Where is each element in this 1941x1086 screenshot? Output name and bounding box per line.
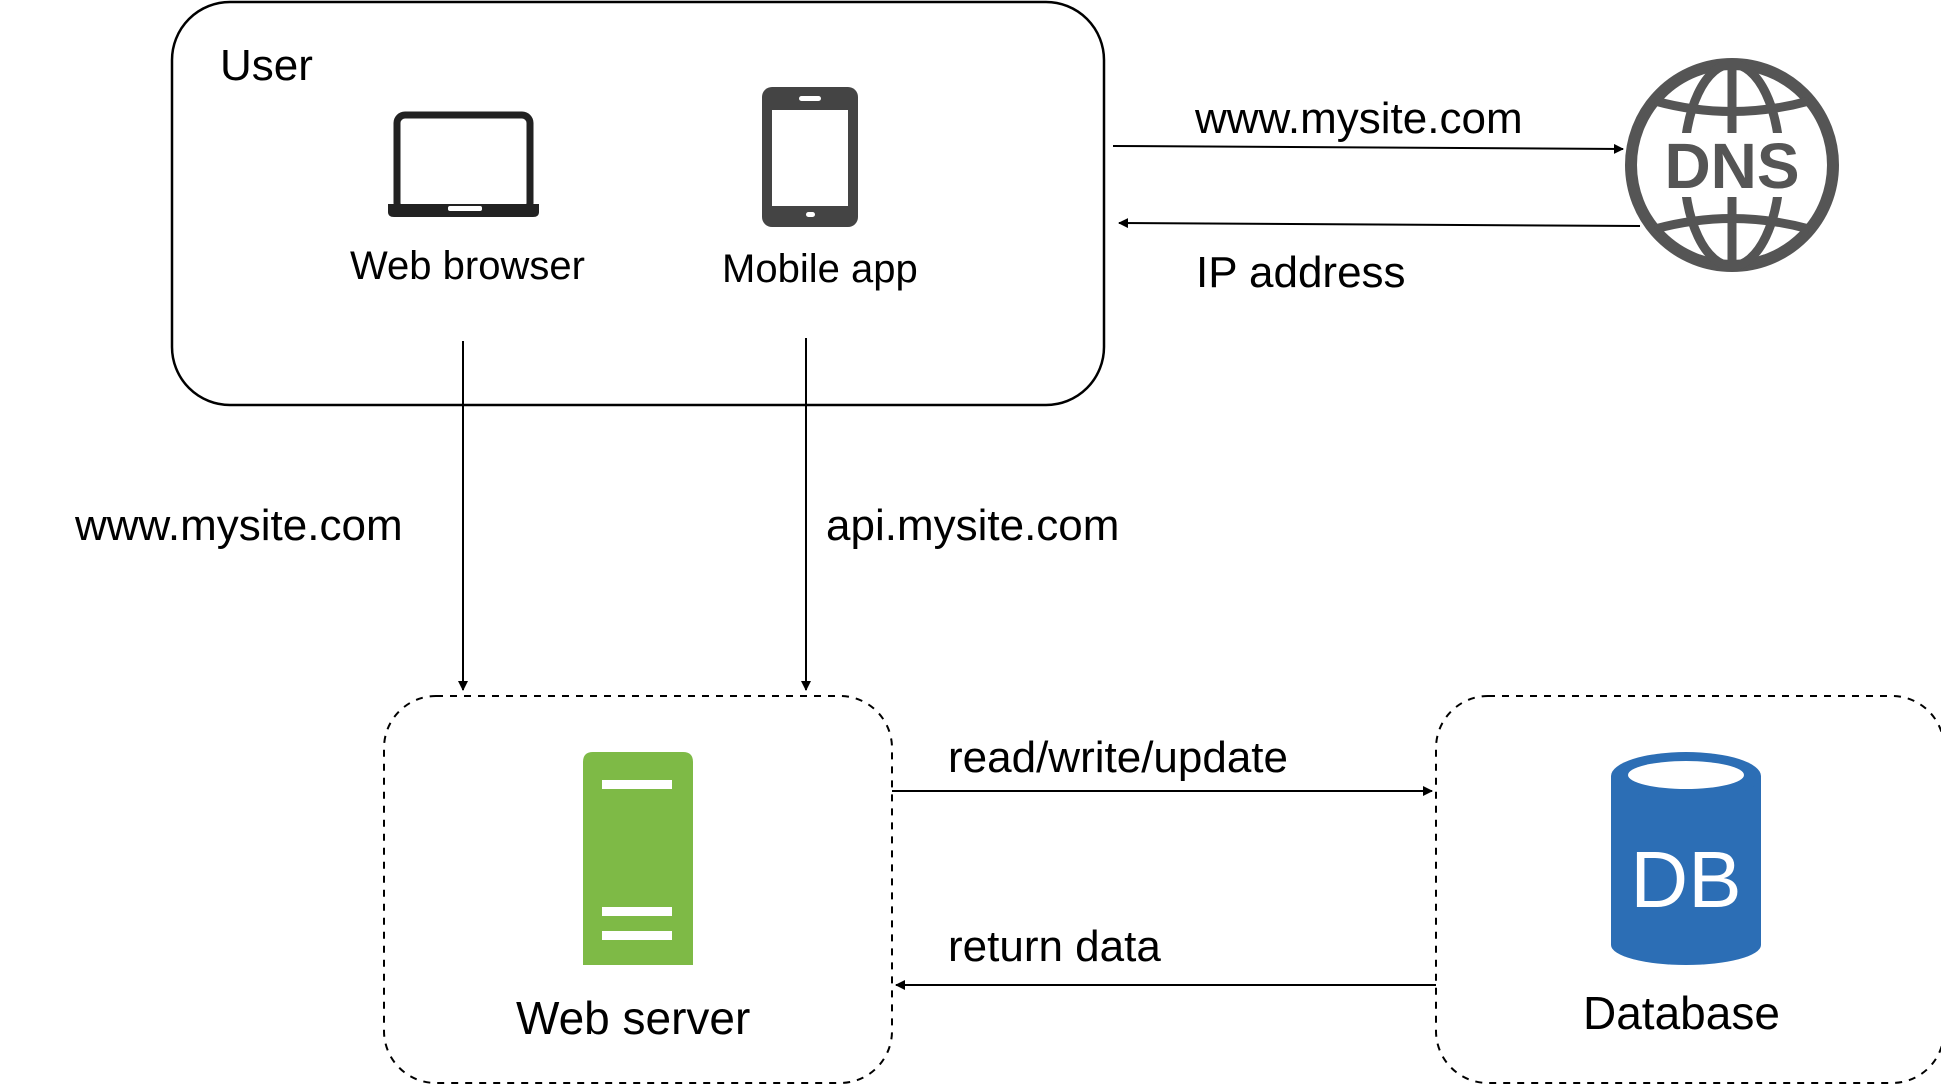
edge-label-server-to-db: read/write/update	[948, 733, 1288, 782]
web-server-box	[383, 695, 893, 1084]
database-cylinder-icon	[1611, 752, 1761, 965]
laptop-icon	[388, 111, 539, 217]
edge-label-app-to-server: api.mysite.com	[826, 501, 1120, 550]
server-icon	[583, 752, 693, 965]
arrow-user-to-dns	[1112, 143, 1624, 154]
web-server-label: Web server	[516, 992, 751, 1044]
edge-label-dns-to-user: IP address	[1196, 248, 1406, 297]
edge-label-user-to-dns: www.mysite.com	[1195, 94, 1523, 143]
edge-label-browser-to-server: www.mysite.com	[75, 501, 403, 550]
database-label: Database	[1583, 987, 1780, 1039]
user-group-box	[170, 0, 1106, 407]
database-icon-text: DB	[1630, 835, 1742, 924]
mobile-app-label: Mobile app	[722, 247, 918, 291]
smartphone-icon	[762, 87, 858, 227]
user-group-title: User	[220, 41, 313, 90]
dns-globe-icon	[1625, 58, 1839, 272]
edge-label-db-to-server: return data	[948, 922, 1161, 971]
arrow-dns-to-user	[1118, 218, 1641, 229]
dns-icon-text: DNS	[1664, 130, 1800, 202]
web-browser-label: Web browser	[350, 244, 585, 288]
database-box	[1435, 695, 1941, 1084]
